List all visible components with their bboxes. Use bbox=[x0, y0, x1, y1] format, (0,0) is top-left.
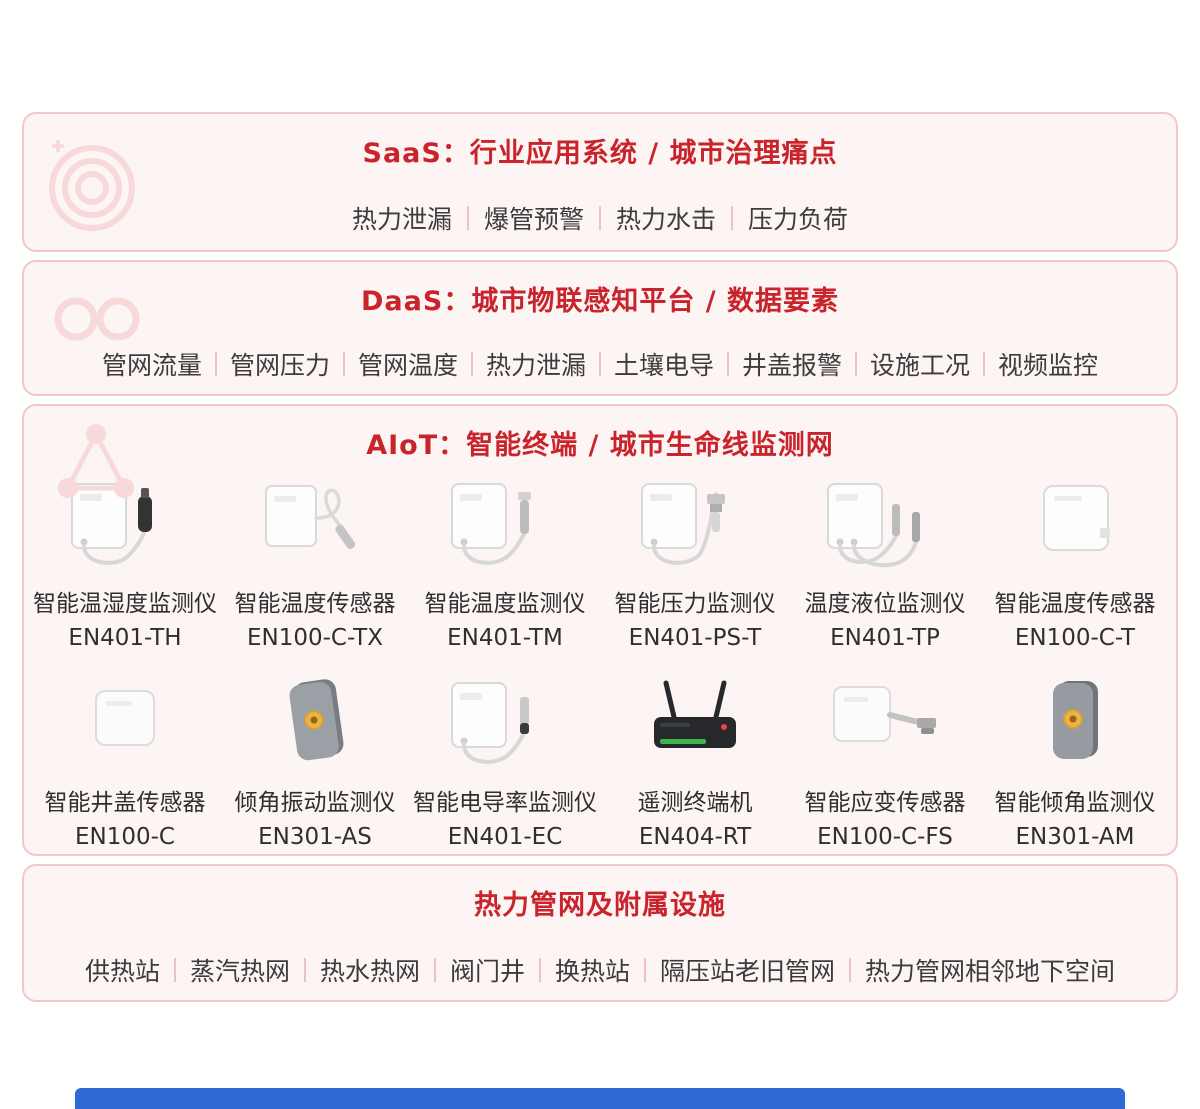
product-name: 智能温度传感器 bbox=[234, 591, 396, 617]
product-name: 智能电导率监测仪 bbox=[413, 790, 597, 816]
product-model: EN401-TH bbox=[68, 625, 182, 651]
separator bbox=[849, 958, 852, 982]
separator bbox=[214, 352, 217, 376]
product-card: 智能温度监测仪 EN401-TM bbox=[410, 476, 600, 651]
saas-item: 热力泄漏 bbox=[351, 205, 452, 234]
product-name: 智能倾角监测仪 bbox=[994, 790, 1156, 816]
pressure-monitor-image bbox=[620, 476, 770, 576]
separator bbox=[599, 352, 601, 376]
daas-panel: DaaS：城市物联感知平台 / 数据要素 管网流量 管网压力 管网温度 热力泄漏… bbox=[22, 260, 1178, 396]
infra-item: 隔压站老旧管网 bbox=[660, 957, 836, 986]
daas-items-row: 管网流量 管网压力 管网温度 热力泄漏 土壤电导 井盖报警 设施工况 视频监控 bbox=[24, 346, 1176, 382]
temperature-humidity-monitor-image bbox=[50, 476, 200, 576]
product-model: EN404-RT bbox=[638, 824, 752, 850]
product-name: 智能温度监测仪 bbox=[424, 591, 586, 617]
saas-item: 压力负荷 bbox=[748, 205, 849, 234]
daas-item: 井盖报警 bbox=[742, 351, 843, 380]
product-card: 智能应变传感器 EN100-C-FS bbox=[790, 675, 980, 850]
product-name: 倾角振动监测仪 bbox=[234, 790, 396, 816]
product-model: EN301-AS bbox=[258, 824, 372, 850]
separator bbox=[173, 958, 176, 982]
aiot-product-row-1: 智能温湿度监测仪 EN401-TH 智能温度传感器 EN100-C-TX bbox=[24, 476, 1176, 651]
temperature-monitor-image bbox=[430, 476, 580, 576]
temperature-sensor-box-image bbox=[1000, 476, 1150, 576]
infra-item: 换热站 bbox=[555, 957, 631, 986]
telemetry-terminal-router-image bbox=[620, 675, 770, 775]
separator bbox=[983, 352, 986, 376]
product-card: 智能压力监测仪 EN401-PS-T bbox=[600, 476, 790, 651]
product-card: 智能温度传感器 EN100-C-T bbox=[980, 476, 1170, 651]
product-card: 智能井盖传感器 EN100-C bbox=[30, 675, 220, 850]
tilt-monitor-image bbox=[1000, 675, 1150, 775]
separator bbox=[466, 206, 469, 230]
temperature-sensor-cable-image bbox=[240, 476, 390, 576]
infra-items-row: 供热站 蒸汽热网 热水热网 阀门井 换热站 隔压站老旧管网 热力管网相邻地下空间 bbox=[24, 952, 1176, 988]
infra-title: 热力管网及附属设施 bbox=[474, 890, 726, 921]
infra-item: 蒸汽热网 bbox=[189, 957, 290, 986]
aiot-panel: AIoT：智能终端 / 城市生命线监测网 智能温湿度监测仪 EN401-TH bbox=[22, 404, 1178, 856]
product-model: EN100-C-T bbox=[1014, 625, 1136, 651]
infra-item: 供热站 bbox=[84, 957, 160, 986]
product-model: EN401-TM bbox=[447, 625, 563, 651]
separator bbox=[539, 958, 541, 982]
aiot-product-row-2: 智能井盖传感器 EN100-C 倾角振动监测仪 EN301-AS bbox=[24, 675, 1176, 850]
daas-item: 管网温度 bbox=[357, 351, 458, 380]
aiot-title: AIoT：智能终端 / 城市生命线监测网 bbox=[366, 430, 834, 461]
separator bbox=[303, 958, 306, 982]
product-card: 智能温湿度监测仪 EN401-TH bbox=[30, 476, 220, 651]
product-model: EN401-TP bbox=[830, 625, 940, 651]
saas-panel: SaaS：行业应用系统 / 城市治理痛点 热力泄漏 爆管预警 热力水击 压力负荷 bbox=[22, 112, 1178, 252]
saas-item: 爆管预警 bbox=[483, 205, 584, 234]
product-card: 智能温度传感器 EN100-C-TX bbox=[220, 476, 410, 651]
tilt-vibration-monitor-image bbox=[240, 675, 390, 775]
daas-item: 土壤电导 bbox=[614, 351, 715, 380]
temperature-level-monitor-image bbox=[810, 476, 960, 576]
product-model: EN100-C-FS bbox=[817, 824, 953, 850]
product-name: 智能应变传感器 bbox=[804, 790, 966, 816]
separator bbox=[470, 352, 473, 376]
daas-item: 热力泄漏 bbox=[485, 351, 586, 380]
product-model: EN100-C bbox=[75, 824, 175, 850]
daas-item: 管网压力 bbox=[229, 351, 330, 380]
daas-item: 视频监控 bbox=[998, 351, 1099, 380]
separator bbox=[644, 958, 647, 982]
product-model: EN401-PS-T bbox=[628, 625, 762, 651]
conductivity-monitor-image bbox=[430, 675, 580, 775]
manhole-cover-sensor-image bbox=[50, 675, 200, 775]
daas-title: DaaS：城市物联感知平台 / 数据要素 bbox=[361, 286, 839, 317]
product-card: 智能电导率监测仪 EN401-EC bbox=[410, 675, 600, 850]
product-name: 智能井盖传感器 bbox=[44, 790, 206, 816]
saas-items-row: 热力泄漏 爆管预警 热力水击 压力负荷 bbox=[24, 200, 1176, 236]
infra-panel: 热力管网及附属设施 供热站 蒸汽热网 热水热网 阀门井 换热站 隔压站老旧管网 … bbox=[22, 864, 1178, 1002]
daas-item: 设施工况 bbox=[870, 351, 971, 380]
strain-sensor-image bbox=[810, 675, 960, 775]
separator bbox=[433, 958, 436, 982]
product-model: EN401-EC bbox=[447, 824, 563, 850]
product-name: 温度液位监测仪 bbox=[804, 591, 966, 617]
product-card: 遥测终端机 EN404-RT bbox=[600, 675, 790, 850]
separator bbox=[342, 352, 345, 376]
product-name: 智能温度传感器 bbox=[994, 591, 1156, 617]
separator bbox=[727, 352, 730, 376]
product-card: 智能倾角监测仪 EN301-AM bbox=[980, 675, 1170, 850]
daas-item: 管网流量 bbox=[101, 351, 202, 380]
product-card: 倾角振动监测仪 EN301-AS bbox=[220, 675, 410, 850]
infra-item: 阀门井 bbox=[449, 957, 525, 986]
footer-accent-bar bbox=[75, 1088, 1125, 1109]
saas-item: 热力水击 bbox=[616, 205, 717, 234]
product-name: 智能温湿度监测仪 bbox=[33, 591, 217, 617]
product-name: 遥测终端机 bbox=[637, 790, 753, 816]
product-name: 智能压力监测仪 bbox=[614, 591, 776, 617]
separator bbox=[855, 352, 858, 376]
infographic-page: SaaS：行业应用系统 / 城市治理痛点 热力泄漏 爆管预警 热力水击 压力负荷… bbox=[22, 112, 1178, 1109]
saas-title: SaaS：行业应用系统 / 城市治理痛点 bbox=[362, 138, 838, 169]
infra-item: 热水热网 bbox=[319, 957, 420, 986]
product-card: 温度液位监测仪 EN401-TP bbox=[790, 476, 980, 651]
separator bbox=[599, 206, 601, 230]
product-model: EN100-C-TX bbox=[247, 625, 383, 651]
product-model: EN301-AM bbox=[1015, 824, 1135, 850]
separator bbox=[731, 206, 734, 230]
infra-item: 热力管网相邻地下空间 bbox=[865, 957, 1116, 986]
